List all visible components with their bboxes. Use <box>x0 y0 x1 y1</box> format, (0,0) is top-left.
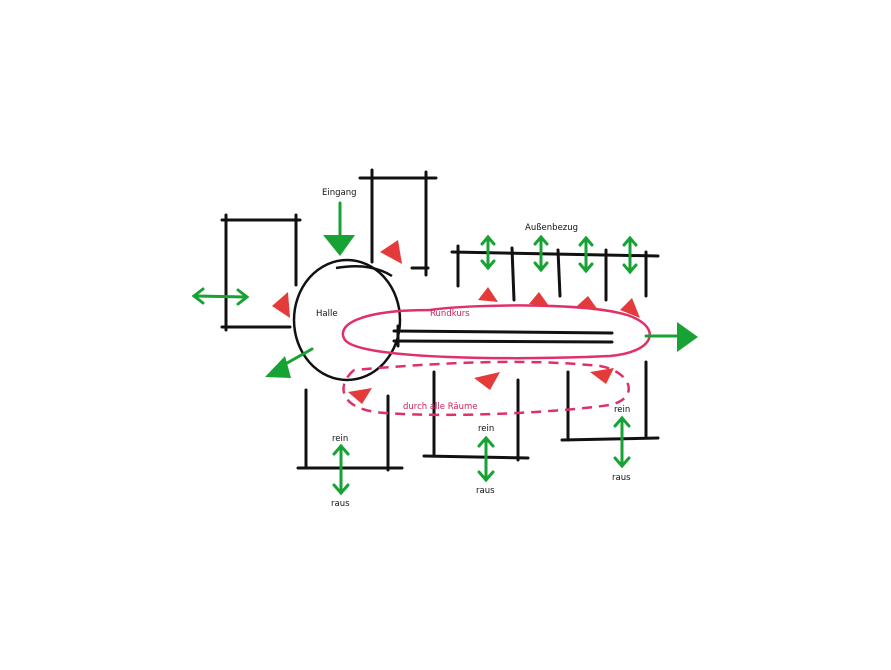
exit-arrow-right <box>644 322 698 352</box>
label-in-2: rein <box>478 424 494 434</box>
room-left <box>220 213 302 332</box>
outdoor-arrows <box>480 234 638 275</box>
hall-exit-arrow <box>265 347 314 378</box>
view-marker <box>590 368 614 384</box>
label-out-2: raus <box>476 486 495 496</box>
hall <box>292 258 402 382</box>
label-hall: Halle <box>316 309 338 319</box>
label-through-all-rooms: durch alle Räume <box>403 402 478 412</box>
view-marker <box>474 372 500 390</box>
label-in-1: rein <box>332 434 348 444</box>
room-entrance <box>358 168 438 277</box>
view-marker <box>620 298 640 318</box>
view-marker <box>577 296 598 310</box>
label-entrance: Eingang <box>322 188 357 198</box>
view-marker <box>272 292 290 318</box>
label-out-3: raus <box>612 473 631 483</box>
label-round-tour: Rundkurs <box>430 309 470 319</box>
in-out-arrow-3 <box>613 415 631 469</box>
circulation-all-rooms <box>342 360 630 417</box>
double-arrow-left-room <box>191 287 250 306</box>
label-outdoor-relation: Außenbezug <box>525 223 578 233</box>
view-marker <box>348 388 372 404</box>
label-out-1: raus <box>331 499 350 509</box>
view-markers <box>272 240 640 404</box>
flow-arrows <box>191 201 698 496</box>
entrance-arrow <box>323 201 355 256</box>
room-bottom-left <box>296 388 404 472</box>
circulation-round-tour <box>341 304 651 360</box>
in-out-arrow-1 <box>332 443 350 496</box>
room-bottom-middle <box>422 370 530 462</box>
label-in-3: rein <box>614 405 630 415</box>
room-outdoor-row <box>450 244 660 302</box>
room-bottom-right <box>560 360 660 442</box>
view-marker <box>529 292 549 306</box>
in-out-arrow-2 <box>477 435 495 483</box>
view-marker <box>380 240 402 264</box>
central-spine <box>392 324 614 348</box>
view-marker <box>478 287 498 302</box>
